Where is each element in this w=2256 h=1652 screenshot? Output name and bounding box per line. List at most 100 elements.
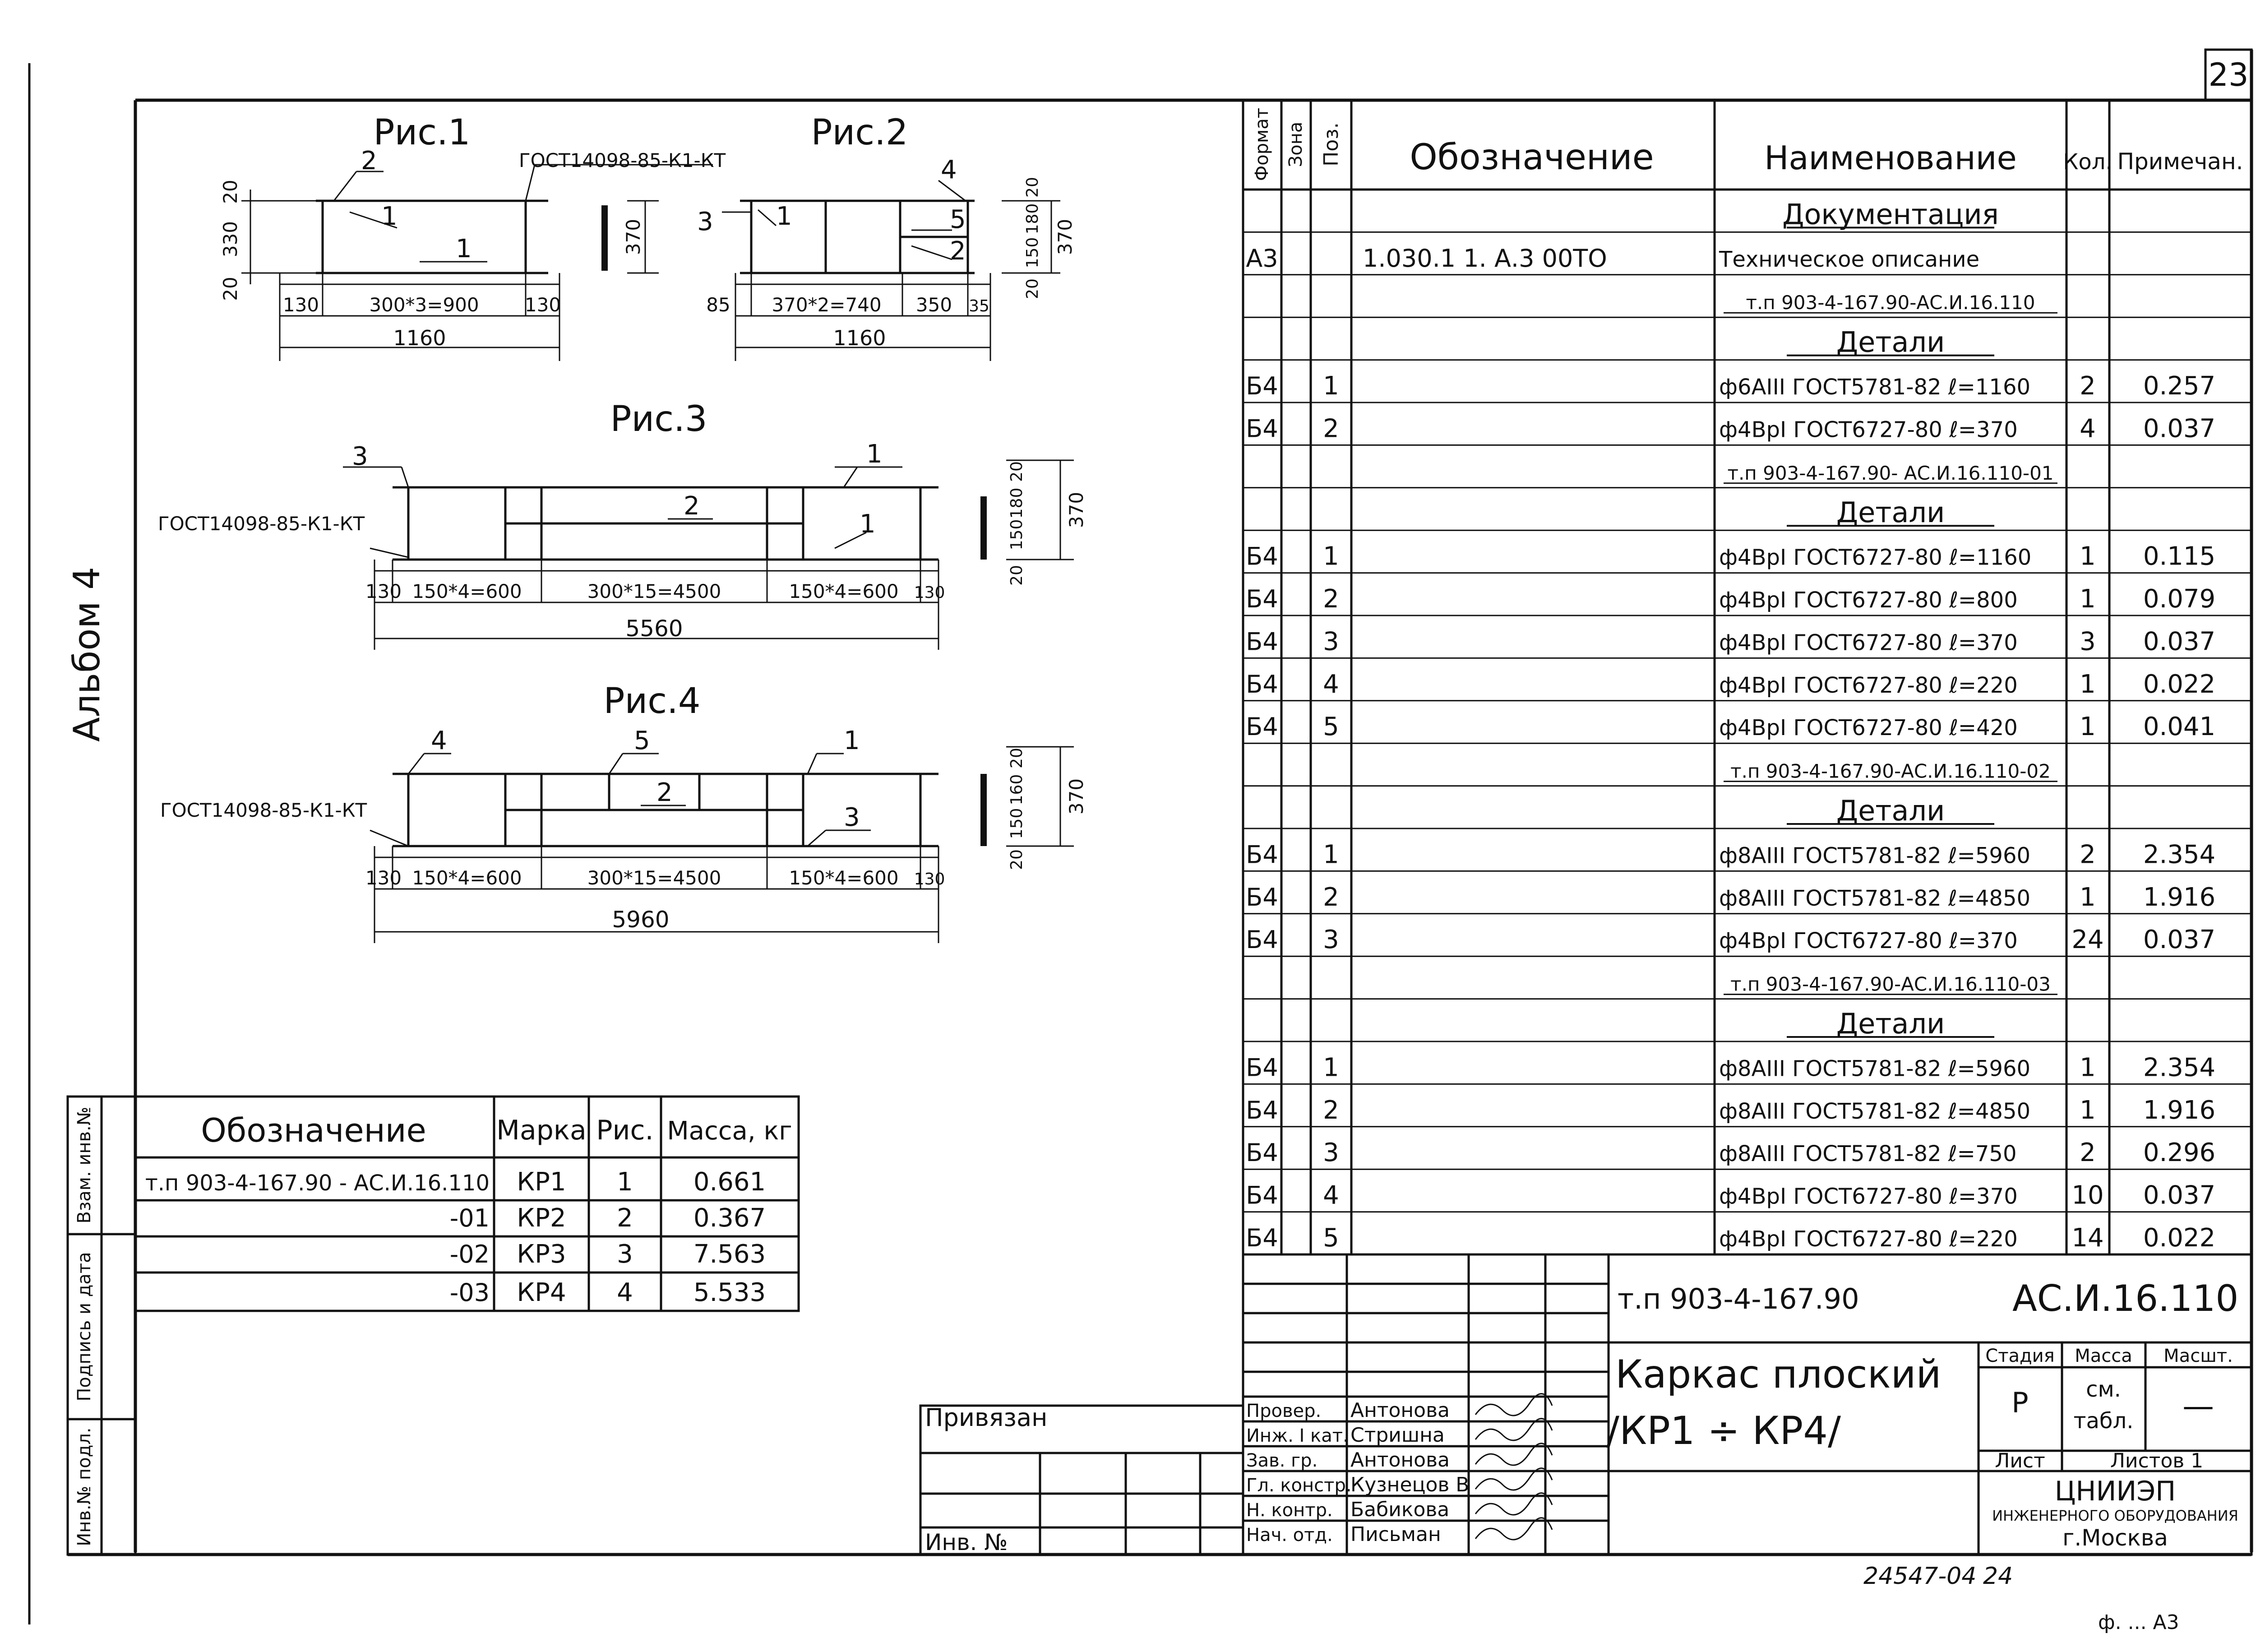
spec-format: Б4 — [1246, 1224, 1278, 1252]
spec-note: 0.296 — [2143, 1138, 2215, 1167]
figure-3-pos-2: 2 — [684, 491, 700, 521]
spec-doc-reference: т.п 903-4-167.90- АС.И.16.110-01 — [1727, 462, 2053, 484]
figure-3-dim-s3: 300*15=4500 — [587, 580, 721, 602]
figure-1-note: ГОСТ14098-85-К1-КТ — [519, 149, 726, 171]
marks-cell-r0-c3: 0.661 — [693, 1167, 766, 1197]
spec-position: 2 — [1323, 414, 1339, 443]
figure-4-pos-5: 5 — [634, 726, 650, 755]
figure-4-dim-s4: 150*4=600 — [789, 867, 898, 889]
figure-1-dim-20-top: 20 — [219, 180, 241, 204]
spec-name: ф4ВрI ГОСТ6727-80 ℓ=420 — [1719, 715, 2018, 740]
spec-position: 3 — [1323, 1138, 1339, 1167]
figure-4-dim-s5: 130 — [914, 870, 945, 888]
spec-position: 2 — [1323, 1096, 1339, 1125]
spec-section-title: Детали — [1836, 1007, 1945, 1040]
title-doc-code: АС.И.16.110 — [2012, 1277, 2238, 1319]
spec-note: 1.916 — [2143, 883, 2215, 912]
figure-4-dim-r-b: 150 — [1008, 808, 1026, 839]
figure-4-dim-s2: 150*4=600 — [412, 867, 522, 889]
spec-qty: 2 — [2080, 371, 2096, 401]
spec-format: Б4 — [1246, 713, 1278, 741]
figure-3-dim-s5: 130 — [914, 583, 945, 602]
spec-section-title: Детали — [1836, 496, 1945, 529]
spec-name: ф8АIII ГОСТ5781-82 ℓ=4850 — [1719, 886, 2030, 911]
figure-3-dim-r-b: 150 — [1008, 519, 1026, 551]
spec-qty: 1 — [2080, 712, 2096, 741]
spec-header-note: Примечан. — [2117, 148, 2243, 175]
spec-position: 4 — [1323, 670, 1339, 699]
spec-note: 0.037 — [2143, 925, 2215, 954]
spec-qty: 1 — [2080, 883, 2096, 912]
figure-2-dim-r-c: 180 — [1023, 204, 1042, 235]
figure-2-dim-r-b: 150 — [1023, 237, 1042, 268]
marks-cell-r2-c1: КР3 — [517, 1240, 566, 1269]
figure-3-dim-s2: 150*4=600 — [412, 580, 522, 602]
marks-header-designation: Обозначение — [201, 1111, 426, 1149]
spec-section-title: Документация — [1782, 198, 1999, 231]
spec-position: 2 — [1323, 883, 1339, 912]
staff-role: Инж. I кат. — [1246, 1425, 1349, 1446]
spec-note: 0.022 — [2143, 670, 2215, 699]
spec-qty: 1 — [2080, 1096, 2096, 1125]
figure-1-dim-20-bot: 20 — [219, 277, 241, 301]
spec-doc-reference: т.п 903-4-167.90-АС.И.16.110 — [1746, 292, 2035, 314]
spec-position: 3 — [1323, 627, 1339, 656]
title-mass-value-1: см. — [2086, 1377, 2121, 1402]
spec-name: ф4ВрI ГОСТ6727-80 ℓ=370 — [1719, 1184, 2018, 1209]
title-scale-value: — — [2182, 1388, 2214, 1425]
figure-1-pos-1b: 1 — [456, 234, 472, 264]
figure-2-pos-1: 1 — [776, 202, 792, 231]
title-line-2: /КР1 ÷ КР4/ — [1606, 1408, 1841, 1453]
spec-name: ф8АIII ГОСТ5781-82 ℓ=4850 — [1719, 1099, 2030, 1124]
footer-format-mark: ф. ... А3 — [2098, 1611, 2179, 1634]
marks-cell-r1-c1: КР2 — [517, 1203, 566, 1233]
spec-name: ф4ВрI ГОСТ6727-80 ℓ=800 — [1719, 588, 2018, 613]
spec-name: ф4ВрI ГОСТ6727-80 ℓ=220 — [1719, 673, 2018, 698]
figure-4-dim-r-a: 20 — [1008, 748, 1026, 768]
spec-format: Б4 — [1246, 925, 1278, 954]
figure-1 — [241, 164, 713, 361]
spec-qty: 1 — [2080, 670, 2096, 699]
figure-4 — [370, 746, 1074, 943]
figure-2-dim-middle: 370*2=740 — [772, 294, 881, 316]
figure-4-title: Рис.4 — [603, 681, 700, 722]
spec-format: Б4 — [1246, 1096, 1278, 1124]
marks-header-fig: Рис. — [596, 1115, 653, 1146]
figure-1-title: Рис.1 — [373, 112, 470, 153]
spec-format: Б4 — [1246, 585, 1278, 613]
spec-note: 0.257 — [2143, 371, 2215, 401]
spec-note: 0.037 — [2143, 627, 2215, 656]
title-project-code: т.п 903-4-167.90 — [1618, 1282, 1859, 1315]
spec-header-designation: Обозначение — [1410, 137, 1654, 178]
figure-3-note: ГОСТ14098-85-К1-КТ — [158, 513, 365, 535]
figure-1-pos-1a: 1 — [381, 202, 398, 231]
figure-4-note: ГОСТ14098-85-К1-КТ — [160, 799, 367, 821]
figure-4-dim-r-d: 20 — [1008, 849, 1026, 870]
staff-name: Стришна — [1350, 1424, 1445, 1447]
spec-position: 1 — [1323, 840, 1339, 869]
figure-4-pos-3: 3 — [844, 803, 860, 832]
title-mass-value-2: табл. — [2074, 1408, 2134, 1434]
spec-note: 0.037 — [2143, 1181, 2215, 1210]
marks-cell-r2-c3: 7.563 — [693, 1240, 766, 1269]
spec-format: Б4 — [1246, 372, 1278, 400]
spec-qty: 10 — [2071, 1181, 2103, 1210]
spec-qty: 3 — [2080, 627, 2096, 656]
staff-role: Нач. отд. — [1246, 1525, 1333, 1546]
staff-signature — [1475, 1443, 1553, 1466]
spec-header-name: Наименование — [1764, 139, 2017, 177]
figure-2-dim-side: 370 — [1054, 219, 1076, 255]
figure-3-pos-1b: 1 — [860, 509, 876, 539]
spec-name: ф4ВрI ГОСТ6727-80 ℓ=370 — [1719, 928, 2018, 953]
spec-format: Б4 — [1246, 627, 1278, 656]
figure-4-dim-total: 5960 — [612, 907, 669, 933]
figure-4-dim-r-c: 160 — [1008, 774, 1026, 805]
title-org-city: г.Москва — [2062, 1525, 2168, 1551]
staff-signature — [1475, 1467, 1553, 1491]
staff-name: Письман — [1350, 1523, 1441, 1546]
figure-4-pos-2: 2 — [656, 778, 673, 807]
spec-format: Б4 — [1246, 840, 1278, 869]
left-stamp-replaced-inv: Взам. инв.№ — [74, 1107, 95, 1224]
marks-cell-r3-c3: 5.533 — [693, 1278, 766, 1307]
